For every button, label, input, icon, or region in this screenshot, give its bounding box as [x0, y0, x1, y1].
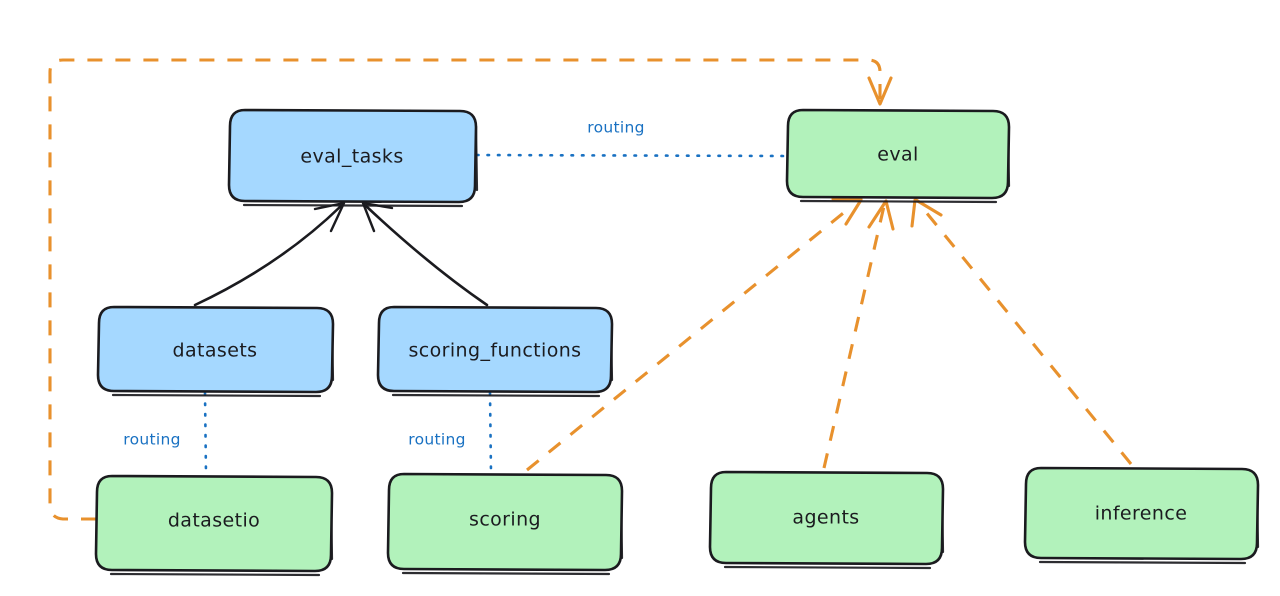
node-datasets-label: datasets — [173, 340, 258, 362]
edge-path-datasetio-eval — [48, 58, 882, 521]
node-eval-label: eval — [877, 144, 918, 166]
node-eval[interactable]: eval — [785, 108, 1011, 204]
edge-eval-tasks-to-eval — [475, 153, 788, 158]
arrowhead-datasetio-eval — [867, 76, 893, 106]
arrowhead-scoring-eval — [831, 197, 863, 226]
edge-label-routing-scoring: routing — [408, 431, 466, 449]
edge-inference-to-eval — [910, 198, 1133, 465]
arrowhead-agents-eval — [867, 199, 895, 231]
node-inference-box — [1023, 466, 1260, 561]
node-datasetio-box — [94, 474, 334, 573]
edge-datasets-to-eval-tasks — [193, 201, 346, 307]
node-agents-label: agents — [792, 507, 859, 529]
edge-label-routing-eval-tasks: routing — [587, 119, 645, 137]
node-inference-label: inference — [1095, 503, 1188, 525]
edge-path-eval-tasks-eval — [475, 153, 788, 158]
node-agents-box — [708, 470, 945, 566]
node-datasetio-label: datasetio — [168, 510, 260, 532]
edge-label-routing-datasets: routing — [123, 431, 181, 449]
edge-path-scoring-functions-eval-tasks — [364, 204, 489, 307]
node-eval-box — [785, 108, 1011, 200]
edge-path-scoring-eval — [526, 204, 853, 472]
node-scoring-functions-label: scoring_functions — [409, 340, 582, 362]
edge-datasets-to-datasetio — [203, 391, 208, 477]
node-eval-tasks[interactable]: eval_tasks — [227, 108, 479, 208]
edge-path-inference-eval — [919, 205, 1133, 465]
arrowhead-datasets-eval-tasks — [313, 201, 346, 233]
edge-scoring-to-eval — [526, 197, 863, 472]
edge-layer — [48, 58, 1133, 521]
edge-path-agents-eval — [822, 205, 886, 469]
node-datasets-box — [96, 305, 335, 394]
node-scoring-label: scoring — [469, 509, 541, 531]
node-scoring-functions-box — [376, 305, 614, 394]
node-layer: eval_tasks eval datasets scoring_functio… — [94, 108, 1260, 577]
node-datasetio[interactable]: datasetio — [94, 474, 334, 577]
edge-label-layer: routing routing routing — [123, 119, 645, 449]
edge-scoring-functions-to-eval-tasks — [361, 201, 489, 307]
edge-path-datasets-datasetio — [203, 391, 208, 477]
edge-datasetio-to-eval — [48, 58, 893, 521]
arrowhead-inference-eval — [910, 198, 943, 228]
edge-agents-to-eval — [822, 199, 895, 469]
edge-scoring-functions-to-scoring — [488, 391, 493, 475]
node-scoring-functions[interactable]: scoring_functions — [376, 305, 614, 398]
node-datasets[interactable]: datasets — [96, 305, 335, 398]
edge-path-datasets-eval-tasks — [193, 204, 343, 307]
node-scoring[interactable]: scoring — [386, 472, 624, 576]
edge-path-scoring-functions-scoring — [488, 391, 493, 475]
node-eval-tasks-box — [227, 108, 478, 204]
node-inference[interactable]: inference — [1023, 466, 1260, 565]
node-agents[interactable]: agents — [708, 470, 945, 570]
node-eval-tasks-label: eval_tasks — [300, 146, 403, 168]
node-scoring-box — [386, 472, 624, 572]
